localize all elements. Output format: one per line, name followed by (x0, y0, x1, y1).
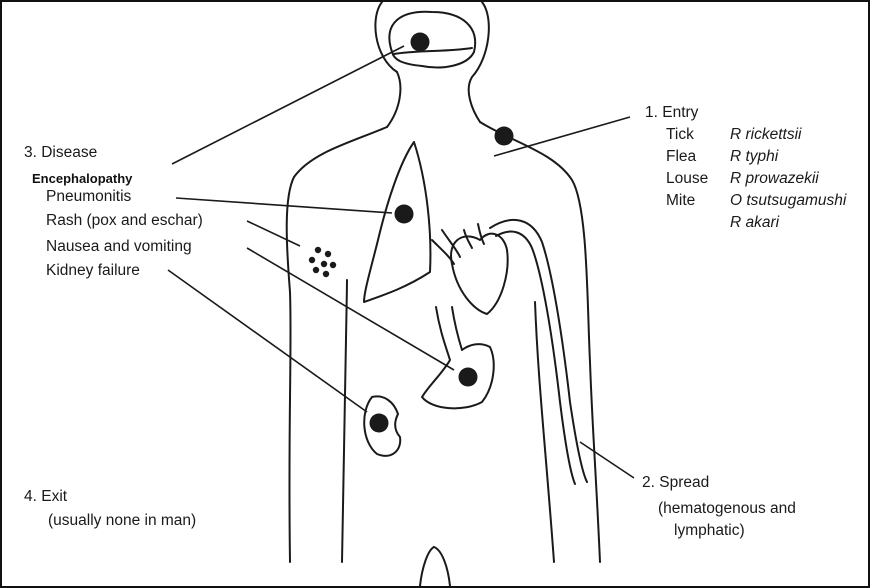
leader-encephalopathy (172, 46, 404, 164)
leader-pneumonitis (176, 198, 392, 213)
leader-kidney (168, 270, 367, 412)
entry-vector-flea: Flea (666, 148, 696, 166)
leg-right (434, 547, 450, 586)
leader-spread (580, 442, 634, 478)
site-marker-kidney (370, 414, 389, 433)
leader-entry (494, 117, 630, 156)
exit-title: 4. Exit (24, 488, 67, 506)
shoulder-left (287, 127, 387, 562)
arm-inner-left (342, 280, 347, 562)
disease-item-pneumonitis: Pneumonitis (46, 188, 131, 206)
site-marker-lung (395, 205, 414, 224)
leg-left (420, 547, 434, 586)
head-outline (375, 2, 488, 122)
lung (364, 142, 430, 302)
heart (451, 234, 508, 314)
disease-item-kidney: Kidney failure (46, 262, 140, 280)
entry-organism-rickettsii: R rickettsii (730, 126, 801, 144)
disease-item-rash: Rash (pox and eschar) (46, 212, 203, 230)
spread-title: 2. Spread (642, 474, 709, 492)
leader-rash (247, 221, 300, 246)
entry-organism-akari: R akari (730, 214, 779, 232)
disease-item-nausea: Nausea and vomiting (46, 238, 192, 256)
exit-detail: (usually none in man) (48, 512, 196, 530)
disease-title: 3. Disease (24, 144, 97, 162)
entry-organism-prowazekii: R prowazekii (730, 170, 819, 188)
spread-detail-line2: lymphatic) (674, 522, 745, 540)
leader-nausea (247, 248, 454, 370)
entry-vector-mite: Mite (666, 192, 695, 210)
entry-vector-tick: Tick (666, 126, 694, 144)
entry-organism-tsutsugamushi: O tsutsugamushi (730, 192, 846, 210)
entry-vector-louse: Louse (666, 170, 708, 188)
brain-outline (389, 12, 475, 68)
rash-dots (309, 247, 336, 277)
entry-title: 1. Entry (645, 104, 698, 122)
neck-left (387, 72, 400, 127)
site-marker-stomach (459, 368, 478, 387)
shoulder-right (480, 122, 600, 562)
entry-organism-typhi: R typhi (730, 148, 778, 166)
spread-detail-line1: (hematogenous and (658, 500, 796, 518)
disease-overlay-encephalopathy: Encephalopathy (30, 170, 134, 187)
site-marker-brain (411, 33, 430, 52)
site-marker-entry (495, 127, 514, 146)
